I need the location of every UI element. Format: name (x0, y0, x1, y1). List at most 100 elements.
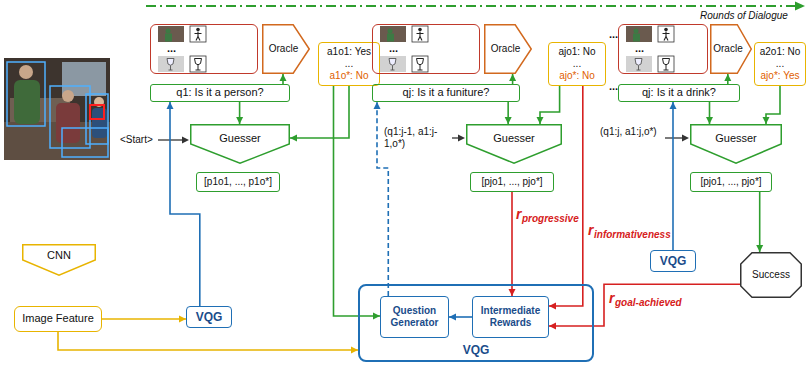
node-text: Oracle (713, 43, 742, 55)
bounding-boxes (7, 62, 108, 157)
node-text: CNN (47, 249, 71, 262)
arrowhead (763, 117, 770, 124)
connector (167, 102, 200, 306)
answer-box: a1o1: Yes...a1o*: No (318, 42, 380, 86)
node-text: Question Generator (386, 305, 443, 329)
shape-border (711, 25, 752, 74)
shape-border (23, 245, 96, 276)
connector-line (549, 86, 583, 306)
object-set: ... (618, 24, 708, 74)
arrowhead (167, 102, 174, 109)
node-text: VQG (463, 343, 490, 357)
input-label: (q1:j-1, a1:j-1,o*) (384, 126, 450, 150)
input-label: <Start> (120, 134, 153, 146)
connector (236, 102, 243, 124)
node-text: qj: Is it a drink? (642, 86, 716, 99)
reward-subscript: progressive (522, 213, 579, 225)
node-text: ... (345, 58, 353, 70)
bounding-box (62, 128, 108, 157)
connector (706, 102, 713, 124)
arrowhead (509, 74, 516, 81)
node-text: Image Feature (22, 312, 94, 325)
arrowhead (179, 316, 186, 323)
arrowhead (449, 314, 456, 321)
connector (756, 192, 763, 252)
connector-line (759, 192, 761, 252)
shape-border (485, 25, 532, 74)
input-label: (q1:j, a1:j,o*) (600, 126, 662, 138)
guesser-block: Guesser (690, 124, 782, 164)
connector (509, 192, 516, 296)
photo-person (56, 103, 80, 143)
node-text: a1o*: No (330, 70, 369, 82)
reward-symbol: r (516, 206, 521, 223)
arrowhead (549, 323, 556, 330)
bounding-box (86, 94, 108, 144)
node-text: Guesser (493, 132, 535, 145)
question-box: q1: Is it a person? (150, 84, 290, 102)
shape-border (467, 125, 562, 164)
node-text: ajo*: Yes (761, 70, 800, 82)
vqg-box: VQG (186, 306, 232, 328)
input-arrowhead (682, 135, 689, 142)
arrowhead (374, 102, 381, 109)
shape-border (741, 253, 802, 298)
ellipsis: ... (609, 28, 618, 41)
connector (449, 314, 472, 321)
connector (505, 102, 512, 124)
reward-box: Intermediate Rewards (472, 296, 549, 338)
connector (537, 86, 560, 124)
connector (670, 102, 677, 250)
cnn-block: CNN (22, 244, 96, 276)
node-text: Success (752, 269, 790, 281)
node-text: Oracle (491, 43, 520, 55)
reward-subscript: goal-achieved (615, 297, 682, 309)
photo-ground (4, 58, 110, 160)
probability-box: [pjo1, ..., pjo*] (470, 172, 554, 192)
rounds-arrow (146, 5, 796, 7)
connector-line (549, 284, 740, 326)
ellipsis: ... (609, 80, 618, 93)
question-box: qj: Is it a drink? (618, 84, 740, 102)
arrowhead (373, 313, 380, 320)
vqg-box: VQG (650, 250, 696, 272)
photo-person (19, 65, 33, 79)
node-text: qj: Is it a funiture? (403, 86, 490, 99)
connector-line (672, 102, 674, 250)
input-arrowhead (182, 137, 189, 144)
node-text: Oracle (269, 43, 298, 55)
rounds-arrowhead (795, 2, 805, 11)
arrowhead (756, 245, 763, 252)
connector-line (102, 318, 186, 320)
answer-box: ajo1: No...ajo*: No (548, 42, 606, 86)
arrowhead (236, 117, 243, 124)
connector (549, 86, 583, 310)
node-text: [pjo1, ..., pjo*] (481, 176, 542, 188)
node-text: q1: Is it a person? (176, 86, 263, 99)
object-icons (158, 26, 206, 72)
node-text: [pjo1, ..., pjo*] (700, 176, 761, 188)
node-text: Intermediate Rewards (478, 305, 543, 329)
node-text: ... (573, 58, 581, 70)
connector (280, 74, 287, 84)
arrowhead (351, 347, 358, 354)
reward-subscript: informativeness (594, 229, 671, 241)
input-arrow (665, 137, 683, 138)
node-text: VQG (660, 254, 687, 268)
oracle-arrow: Oracle (710, 24, 752, 74)
reward-symbol: r (588, 222, 593, 239)
generator-box: Question Generator (380, 296, 449, 338)
feature-box: Image Feature (14, 306, 102, 332)
node-text: Guesser (219, 132, 261, 145)
arrowhead (280, 74, 287, 81)
connector-line (540, 86, 560, 124)
connector-line (58, 332, 358, 350)
node-text: Guesser (715, 132, 757, 145)
node-text: ajo*: No (559, 70, 595, 82)
oracle-arrow: Oracle (262, 24, 310, 74)
arrowhead (509, 289, 516, 296)
reward-symbol: r (609, 290, 614, 307)
shape-border (263, 25, 310, 74)
arrowhead (290, 135, 297, 142)
